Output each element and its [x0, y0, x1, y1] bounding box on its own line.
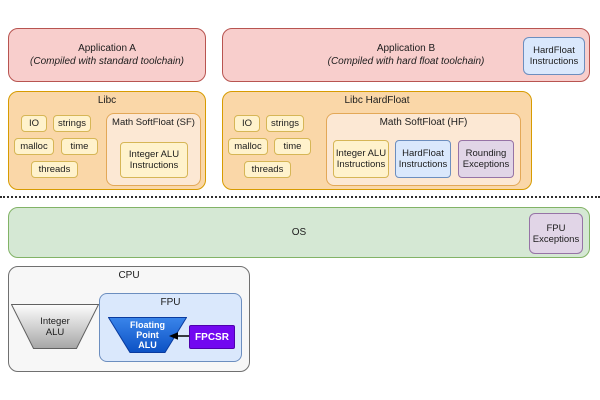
libc-hf-module-strings: strings	[266, 115, 304, 132]
libc-hf-module-malloc: malloc	[228, 138, 268, 155]
libc-module-io: IO	[21, 115, 47, 132]
integer-alu-shape	[11, 304, 99, 349]
cpu-title: CPU	[118, 270, 140, 281]
math-softfloat-sf-node: Math SoftFloat (SF) Integer ALU Instruct…	[106, 113, 201, 186]
application-a-subtitle: (Compiled with standard toolchain)	[30, 56, 184, 67]
math-softfloat-hf-node: Math SoftFloat (HF) Integer ALU Instruct…	[326, 113, 521, 186]
libc-node: Libc IO strings malloc time threads Math…	[8, 91, 206, 190]
math-softfloat-hf-title: Math SoftFloat (HF)	[379, 117, 468, 128]
libc-hf-module-io: IO	[234, 115, 260, 132]
sf-integer-alu-instructions-box: Integer ALU Instructions	[120, 142, 188, 178]
fpcsr-to-fpalu-arrow-icon	[169, 332, 189, 340]
application-b-node: Application B (Compiled with hard float …	[222, 28, 590, 82]
cpu-node: CPU Integer ALU FPU	[8, 266, 250, 372]
fpu-title: FPU	[160, 297, 181, 308]
math-softfloat-sf-title: Math SoftFloat (SF)	[112, 117, 195, 128]
libc-hardfloat-node: Libc HardFloat IO strings malloc time th…	[222, 91, 532, 190]
application-a-node: Application A (Compiled with standard to…	[8, 28, 206, 82]
libc-hf-module-threads: threads	[244, 161, 291, 178]
libc-hf-module-time: time	[274, 138, 311, 155]
floating-point-alu-label: Floating Point ALU	[130, 320, 165, 350]
libc-module-threads: threads	[31, 161, 78, 178]
fpu-exceptions-badge: FPU Exceptions	[529, 213, 583, 254]
os-title: OS	[291, 227, 307, 238]
libc-module-malloc: malloc	[14, 138, 54, 155]
hf-rounding-exceptions-box: Rounding Exceptions	[458, 140, 514, 178]
floating-point-alu-shape	[108, 317, 187, 353]
floating-point-alu-node: Floating Point ALU	[108, 317, 187, 353]
application-a-title: Application A	[78, 43, 136, 54]
integer-alu-node: Integer ALU	[11, 304, 99, 349]
hf-hardfloat-instructions-box: HardFloat Instructions	[395, 140, 451, 178]
libc-title: Libc	[97, 95, 117, 106]
application-b-subtitle: (Compiled with hard float toolchain)	[327, 56, 485, 67]
hf-integer-alu-instructions-box: Integer ALU Instructions	[333, 140, 389, 178]
integer-alu-label: Integer ALU	[40, 315, 70, 338]
libc-module-strings: strings	[53, 115, 91, 132]
libc-hardfloat-title: Libc HardFloat	[344, 95, 410, 106]
fpu-node: FPU Floating Point ALU F	[99, 293, 242, 362]
fpcsr-node: FPCSR	[189, 325, 235, 349]
dotted-separator	[0, 196, 600, 198]
application-b-title: Application B	[376, 43, 436, 54]
libc-module-time: time	[61, 138, 98, 155]
os-node: OS FPU Exceptions	[8, 207, 590, 258]
hardfloat-instructions-badge: HardFloat Instructions	[523, 37, 585, 75]
